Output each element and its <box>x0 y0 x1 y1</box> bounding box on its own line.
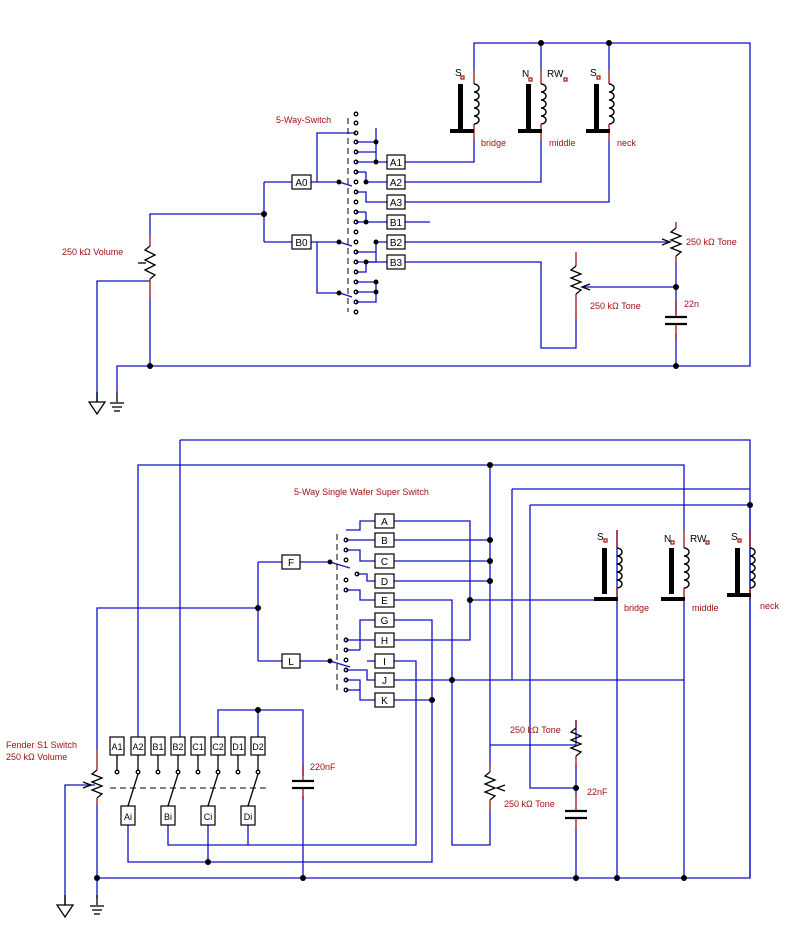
top-tone2-label: 250 kΩ Tone <box>590 301 641 311</box>
bottom-switch-label: B <box>381 536 388 547</box>
top-switch-label: B0 <box>295 238 308 249</box>
top-ground-symbols <box>87 392 124 416</box>
bottom-pickup-mark: RW <box>690 534 707 545</box>
bottom-pickup-middle: N RW middle <box>661 530 719 613</box>
bottom-switch-contacts <box>336 534 360 693</box>
bottom-pickup-label: middle <box>692 603 719 613</box>
s1-top-label: D2 <box>252 742 264 752</box>
top-switch-label: A1 <box>390 158 403 169</box>
top-switch-title: 5-Way-Switch <box>276 115 331 125</box>
bottom-ground-symbols <box>55 895 104 919</box>
bottom-diagram: 5-Way Single Wafer Super Switch <box>6 439 780 919</box>
s1-top-label: A2 <box>132 742 143 752</box>
top-cap-label: 22n <box>684 299 699 309</box>
top-switch-boxes: A0 A1 A2 A3 B0 B1 B2 B3 <box>291 154 406 270</box>
top-pickup-label: middle <box>549 138 576 148</box>
top-pickup-mark: N <box>522 69 529 80</box>
bottom-volume-pot: Fender S1 Switch 250 kΩ Volume <box>6 740 104 805</box>
top-switch-label: B2 <box>390 238 403 249</box>
top-capacitor: 22n <box>665 299 699 338</box>
top-switch-label: B1 <box>390 218 403 229</box>
top-pickup-mark: S <box>455 68 462 79</box>
top-diagram: 5-Way-Switch <box>62 40 751 416</box>
bottom-cap2-label: 22nF <box>587 787 608 797</box>
bottom-tone1-label: 250 kΩ Tone <box>510 725 561 735</box>
bottom-capacitor-22nf: 22nF <box>565 787 608 830</box>
top-pickup-bridge: S bridge <box>450 68 506 148</box>
s1-switch: A1 A2 B1 B2 C1 C2 D1 D2 Ai Bi Ci Di <box>109 736 268 826</box>
s1-top-label: D1 <box>232 742 244 752</box>
s1-top-label: C1 <box>192 742 204 752</box>
bottom-switch-label: I <box>383 657 386 668</box>
bottom-switch-label: G <box>381 616 389 627</box>
s1-top-label: A1 <box>111 742 122 752</box>
bottom-selector-label: F <box>288 558 294 569</box>
bottom-switch-label: K <box>381 696 388 707</box>
bottom-pickup-mark: N <box>664 534 671 545</box>
top-pickup-neck: S neck <box>586 68 637 148</box>
bottom-junctions <box>94 462 753 881</box>
top-pickup-mark: S <box>590 68 597 79</box>
top-pickup-label: bridge <box>481 138 506 148</box>
bottom-switch-label: E <box>381 596 388 607</box>
s1-bottom-label: Ai <box>124 812 132 822</box>
bottom-volume-line1: Fender S1 Switch <box>6 740 77 750</box>
bottom-cap1-label: 220nF <box>310 762 336 772</box>
top-tone-pot-1: 250 kΩ Tone <box>661 222 737 262</box>
top-pickup-label: neck <box>617 138 637 148</box>
s1-bottom-label: Ci <box>204 812 213 822</box>
top-switch-contacts <box>347 111 359 315</box>
bottom-tone-pot-1: 250 kΩ Tone <box>510 720 583 768</box>
s1-bottom-label: Bi <box>164 812 172 822</box>
bottom-switch-label: C <box>381 557 388 568</box>
bottom-wires <box>64 439 751 905</box>
bottom-switch-label: A <box>381 517 388 528</box>
bottom-capacitor-220nf: 220nF <box>292 762 336 800</box>
bottom-tone-pot-2: 250 kΩ Tone <box>483 765 555 810</box>
bottom-pickup-mark: S <box>597 532 604 543</box>
top-tone1-label: 250 kΩ Tone <box>686 237 737 247</box>
top-switch-label: A0 <box>295 178 308 189</box>
bottom-tone2-label: 250 kΩ Tone <box>504 799 555 809</box>
top-pickup-middle: N RW middle <box>518 69 576 148</box>
top-switch-label: A2 <box>390 178 403 189</box>
bottom-selector-label: L <box>288 657 294 668</box>
s1-bottom-label: Di <box>244 812 253 822</box>
s1-top-label: C2 <box>212 742 224 752</box>
bottom-switch-label: D <box>381 577 388 588</box>
bottom-pickup-bridge: S bridge <box>594 530 649 613</box>
top-tone-pot-2: 250 kΩ Tone <box>569 252 641 319</box>
top-wires <box>96 42 751 402</box>
top-junctions <box>147 40 679 369</box>
s1-top-label: B1 <box>152 742 163 752</box>
bottom-pickup-label: bridge <box>624 603 649 613</box>
top-switch-label: A3 <box>390 198 403 209</box>
bottom-volume-line2: 250 kΩ Volume <box>6 752 67 762</box>
bottom-switch-label: J <box>382 676 387 687</box>
top-pickup-mark: RW <box>547 69 564 80</box>
bottom-pickup-label: neck <box>760 601 780 611</box>
top-switch-label: B3 <box>390 258 403 269</box>
top-volume-pot: 250 kΩ Volume <box>62 235 157 298</box>
s1-top-label: B2 <box>172 742 183 752</box>
bottom-switch-label: H <box>381 636 388 647</box>
bottom-switch-boxes: A B C D E G H I J K F L <box>281 513 395 708</box>
bottom-switch-title: 5-Way Single Wafer Super Switch <box>294 487 429 497</box>
top-volume-label: 250 kΩ Volume <box>62 247 123 257</box>
bottom-pickup-mark: S <box>731 532 738 543</box>
bottom-pickup-neck: S neck <box>727 530 780 611</box>
